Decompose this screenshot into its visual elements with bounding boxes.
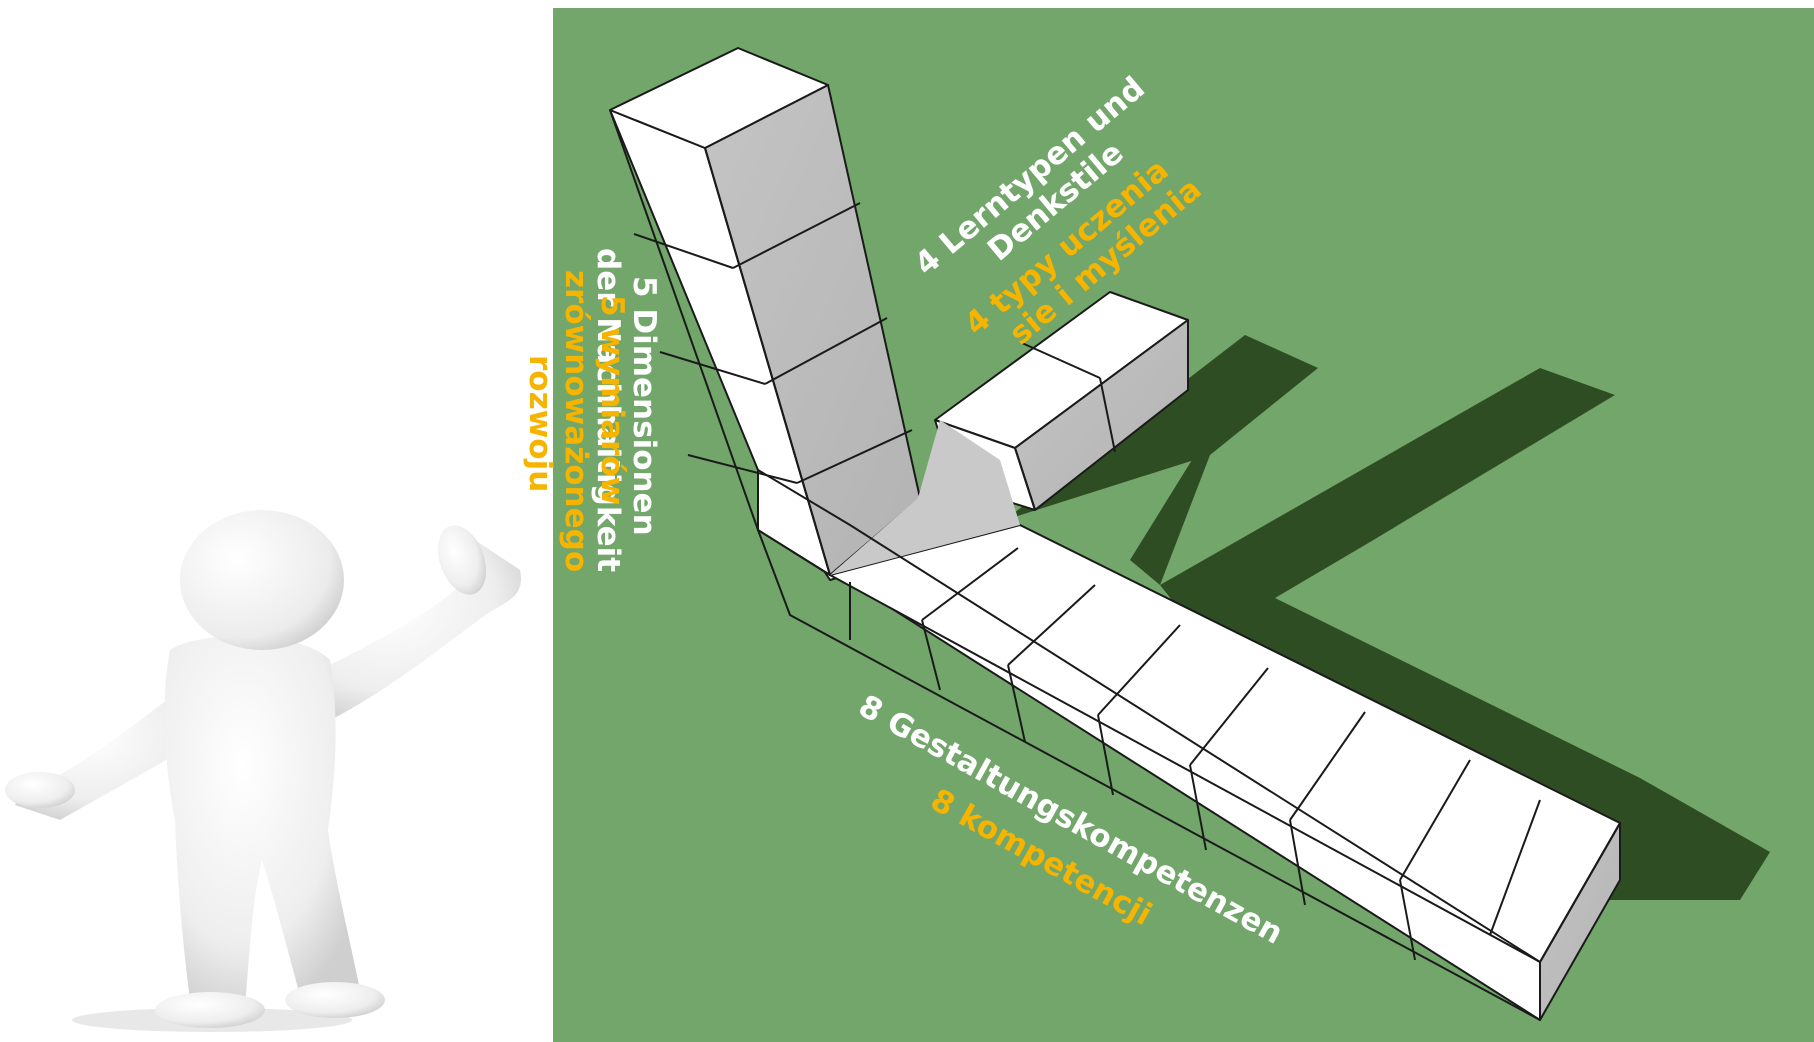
dimensionen-line-1: 5 Dimensionen bbox=[626, 276, 662, 536]
column-top-face bbox=[609, 47, 829, 149]
wymiarow-line-2: zrównoważonego bbox=[558, 270, 594, 573]
wymiarow-line-1: 5 wymiarów bbox=[594, 295, 630, 506]
wymiarow-line-3: rozwoju bbox=[522, 355, 558, 493]
block-shadow bbox=[1005, 335, 1770, 900]
l-shaped-cube-block bbox=[609, 47, 1621, 1021]
white-3d-figure bbox=[5, 510, 521, 1032]
wymiarow-label: 5 wymiarów zrównoważonego rozwoju bbox=[522, 270, 630, 572]
